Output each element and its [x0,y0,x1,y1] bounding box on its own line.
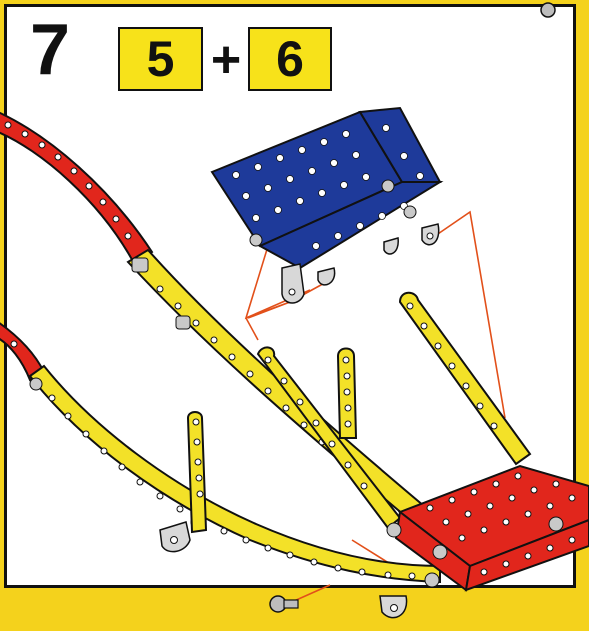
bolt-icon [549,517,563,531]
bracket-tab [318,268,335,285]
part-number-box-second: 6 [248,27,332,91]
yellow-strip-middle [258,347,400,528]
yellow-strip-right [400,293,530,464]
yellow-strip-vertical-center [338,349,356,439]
bolt-icon [30,378,42,390]
blue-flanged-plate [212,108,440,303]
part-number-second: 6 [276,30,304,88]
step-number: 7 [30,14,70,86]
bracket-tab-bottom [380,596,407,618]
bolt-icon [404,206,416,218]
bracket-tab [422,224,439,245]
bracket-tab-left [160,522,190,552]
part-number-box-first: 5 [118,27,203,91]
part-number-first: 5 [147,30,175,88]
plus-sign: + [204,34,248,86]
bolt-icon [433,545,447,559]
nut-icon [132,258,148,272]
bolt-icon [387,523,401,537]
yellow-strip-short-left [188,412,206,532]
bolt-icon [425,573,439,587]
nut-icon [176,316,190,329]
bolt-icon [541,3,555,17]
bolt-icon [382,180,394,192]
bracket-tab [384,238,398,254]
bolt-icon [250,234,262,246]
bracket-tab [282,264,304,303]
red-curved-strip-upper [0,112,152,265]
bolt-icon [270,596,298,612]
